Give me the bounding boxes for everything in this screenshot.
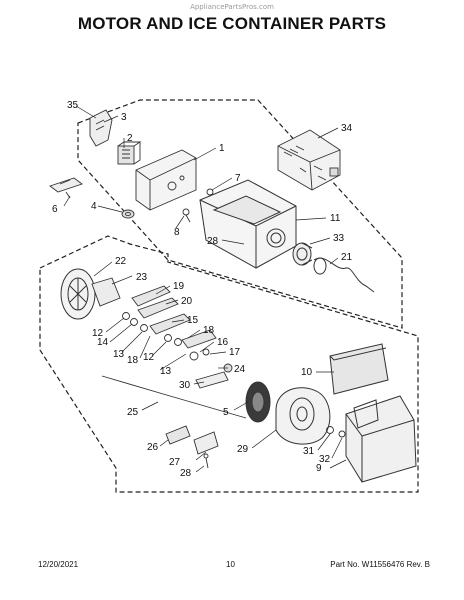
callout-10: 10: [301, 367, 313, 378]
callout-19: 19: [173, 281, 185, 292]
callout-4: 4: [91, 201, 97, 212]
callout-26: 26: [147, 442, 159, 453]
callout-8: 8: [174, 227, 180, 238]
callout-30: 30: [179, 380, 191, 391]
footer-date: 12/20/2021: [38, 560, 79, 569]
auger-part: [313, 257, 375, 293]
callout-11: 11: [330, 213, 341, 224]
callout-13-left: 13: [113, 349, 125, 360]
footer-part-number: Part No. W11556476 Rev. B: [330, 560, 430, 569]
callout-31: 31: [303, 446, 315, 457]
watermark-text: AppliancePartsPros.com: [190, 3, 274, 11]
callout-24: 24: [234, 364, 246, 375]
coupler-part: [292, 242, 313, 266]
callout-29: 29: [237, 444, 249, 455]
grommet-part: [121, 209, 135, 219]
callout-20: 20: [181, 296, 193, 307]
callout-12-left: 12: [92, 328, 104, 339]
callout-9: 9: [316, 463, 322, 474]
callout-25: 25: [127, 407, 139, 418]
leader-lines: [63, 105, 347, 473]
callout-28-lower: 28: [180, 468, 192, 479]
ice-bucket-part: [345, 395, 417, 483]
crusher-blades-parts: [122, 285, 217, 361]
callout-23: 23: [136, 272, 148, 283]
callout-27: 27: [169, 457, 181, 468]
callout-32: 32: [319, 454, 331, 465]
damper-bracket-part: [89, 109, 113, 147]
callout-13-right: 13: [160, 366, 172, 377]
callout-18-lower: 18: [127, 355, 139, 366]
lower-assembly-boundary: [39, 235, 419, 493]
callout-17: 17: [229, 347, 241, 358]
callout-14: 14: [97, 337, 109, 348]
crusher-wheel-part: [60, 268, 96, 320]
callout-22: 22: [115, 256, 127, 267]
crusher-housing-part: [91, 277, 121, 307]
ice-bucket-front-part: [329, 343, 389, 395]
callout-3: 3: [121, 112, 127, 123]
shaft-part: [101, 375, 247, 419]
callout-34: 34: [341, 123, 353, 134]
callout-1: 1: [219, 143, 225, 154]
auger-motor-part: [117, 141, 142, 165]
callout-18-upper: 18: [203, 325, 215, 336]
motor-housing-part: [135, 149, 197, 211]
callout-15: 15: [187, 315, 199, 326]
bearing-parts: [195, 363, 233, 389]
callout-labels: 35 3 34 2 1 7 6 4 11 8 28 33 21 22 23 19…: [52, 100, 353, 479]
washer-parts: [326, 426, 346, 438]
auger-housing-part: [199, 179, 297, 269]
upper-assembly-boundary: [77, 99, 403, 329]
gear-motor-part: [275, 387, 331, 445]
callout-12-right: 12: [143, 352, 155, 363]
callout-6: 6: [52, 204, 58, 215]
callout-21: 21: [341, 252, 353, 263]
footer-page-number: 10: [226, 560, 235, 569]
ice-maker-part: [277, 129, 341, 191]
cover-bracket-parts: [165, 425, 219, 469]
callout-5: 5: [223, 407, 229, 418]
callout-16: 16: [217, 337, 229, 348]
switch-part: [49, 177, 83, 199]
drive-plate-part: [245, 381, 271, 423]
callout-33: 33: [333, 233, 345, 244]
callout-2: 2: [127, 133, 133, 144]
callout-7: 7: [235, 173, 241, 184]
callout-35: 35: [67, 100, 79, 111]
page-title: MOTOR AND ICE CONTAINER PARTS: [77, 14, 387, 33]
callout-28-upper: 28: [207, 236, 219, 247]
